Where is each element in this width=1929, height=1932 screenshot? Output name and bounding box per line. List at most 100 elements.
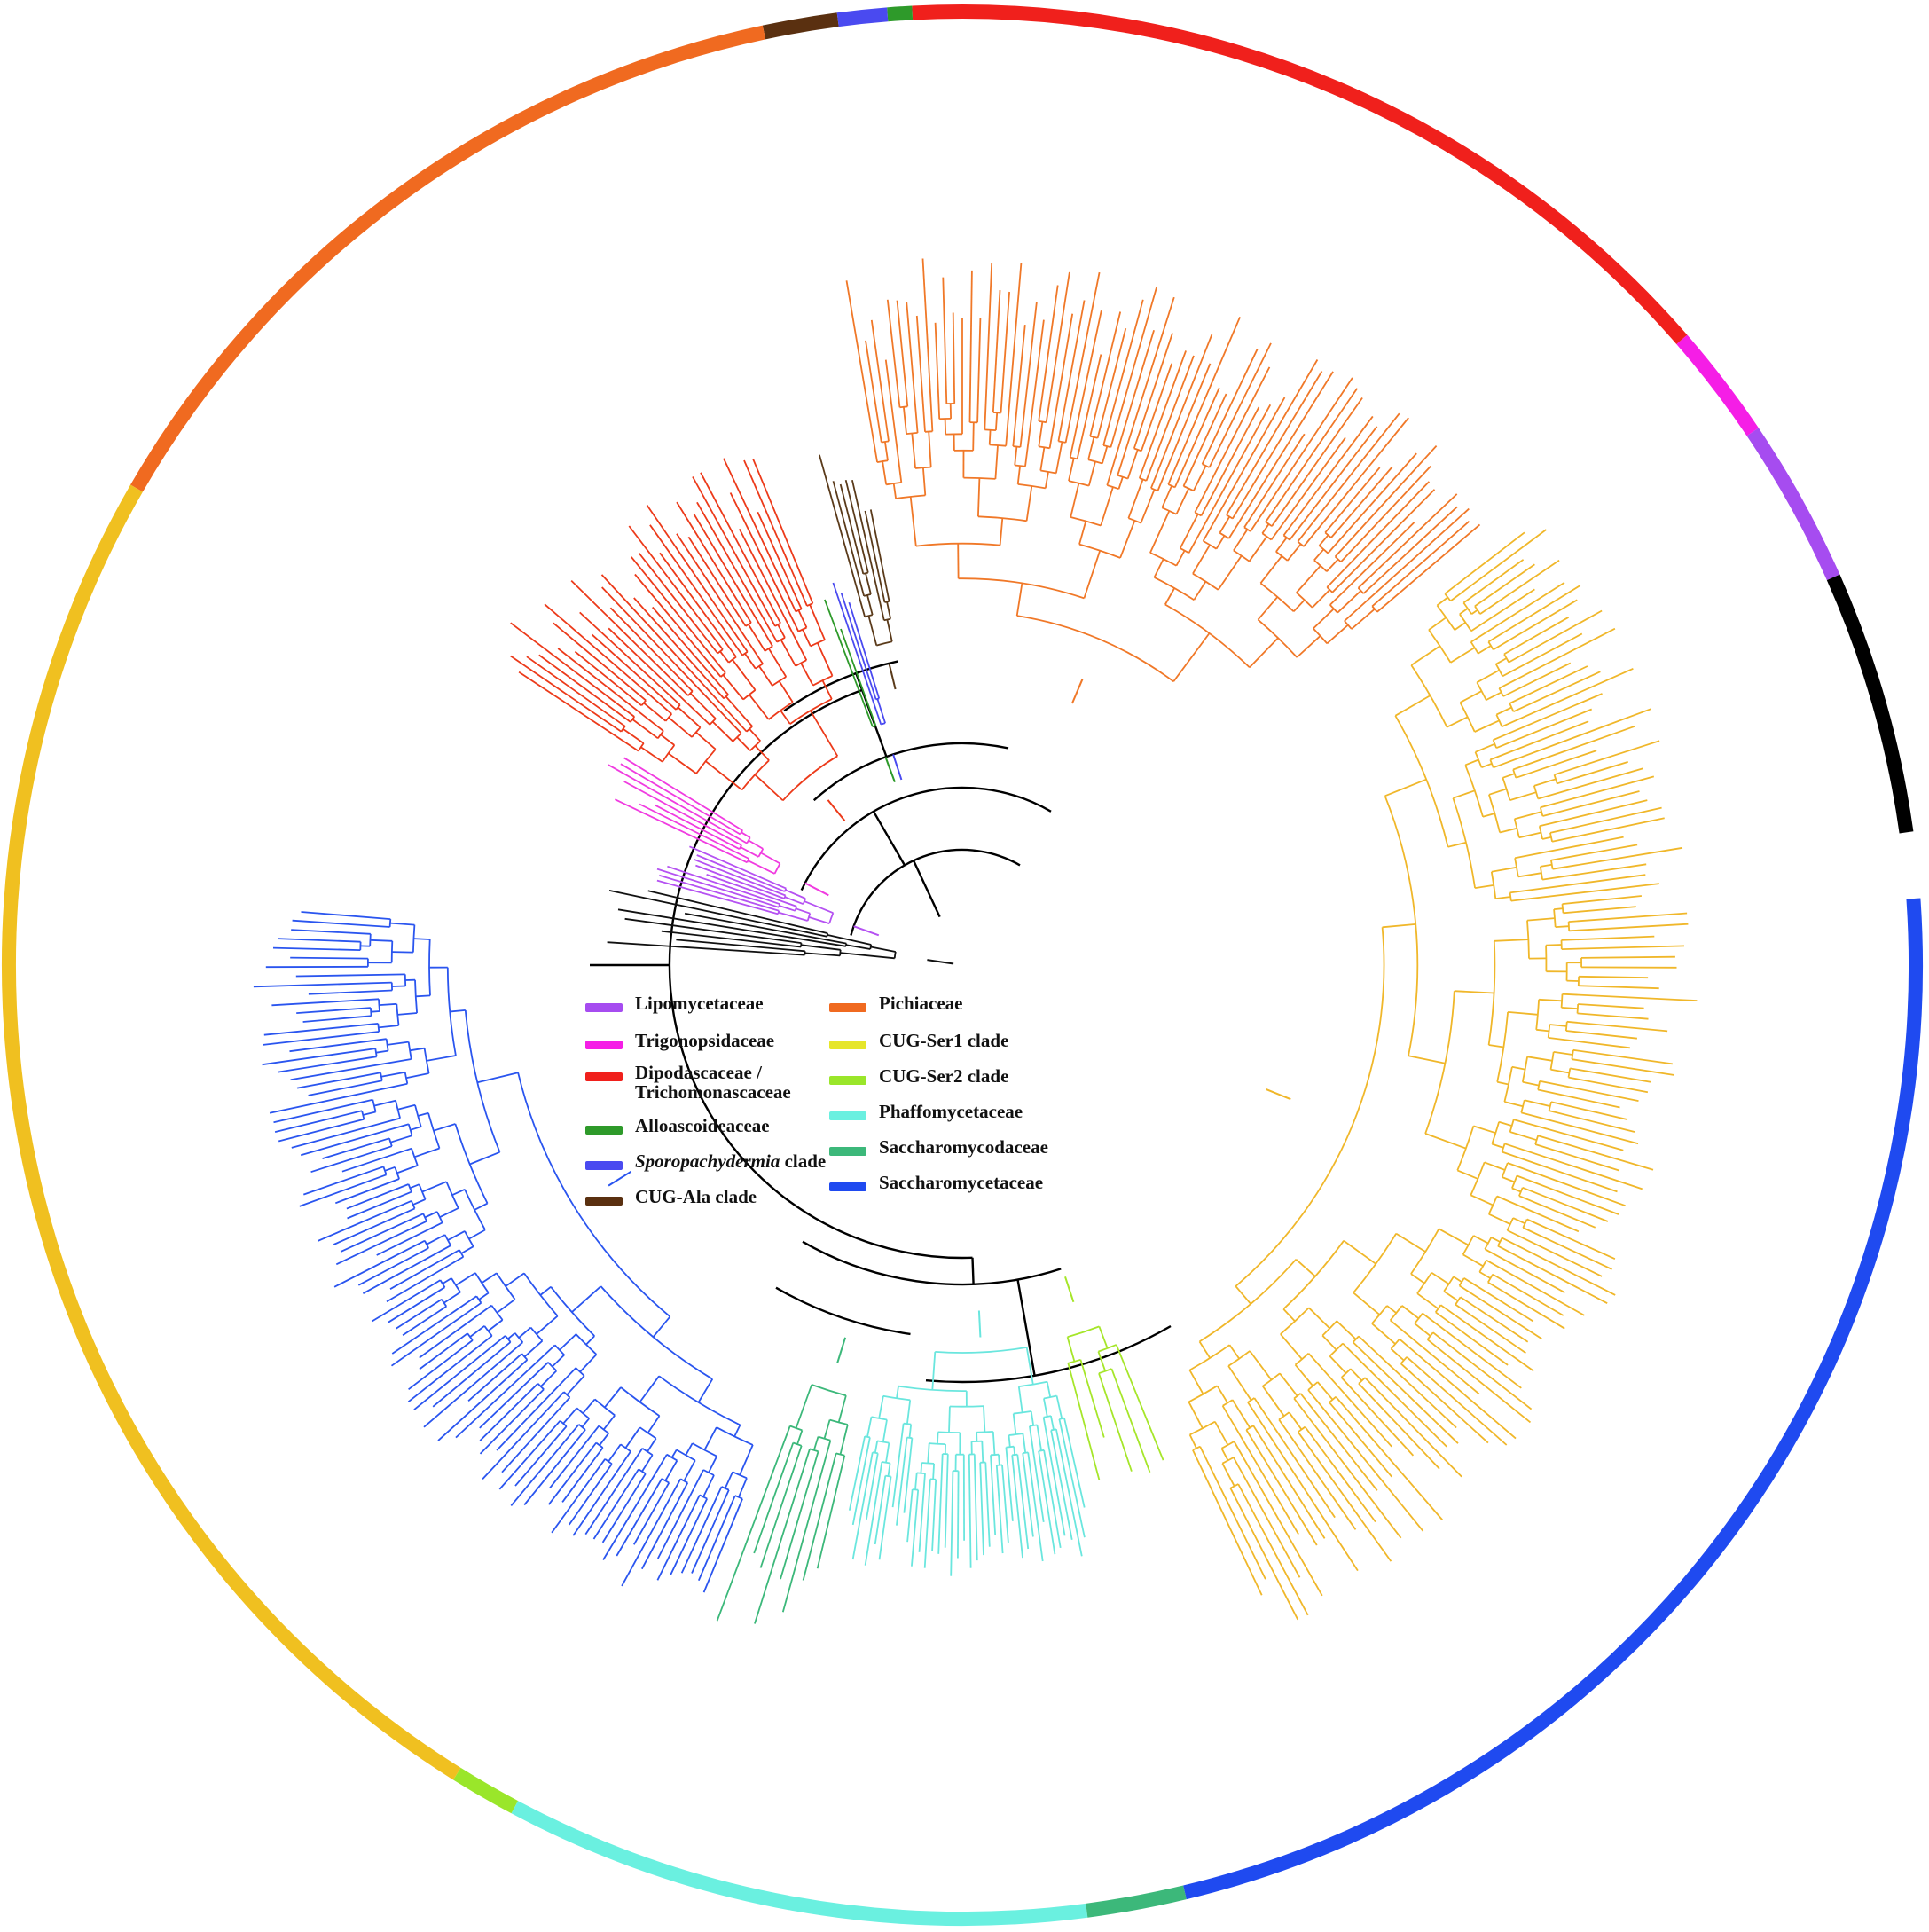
legend-item-saccharomycetaceae: Saccharomycetaceae: [829, 1173, 1043, 1192]
internal-arc: [1265, 521, 1273, 527]
internal-branch: [911, 433, 916, 469]
internal-arc: [475, 1295, 482, 1304]
internal-branch: [768, 648, 788, 678]
tip-branch: [333, 1207, 415, 1245]
internal-branch: [670, 1449, 678, 1458]
tip-branch: [696, 501, 778, 643]
internal-branch: [1561, 1007, 1578, 1010]
tip-branch: [979, 1462, 984, 1556]
tip-branch: [1067, 1363, 1101, 1481]
tip-branch: [608, 890, 827, 938]
tip-branch: [1270, 436, 1346, 541]
tip-branch: [968, 1454, 972, 1568]
tip-branch: [816, 1455, 846, 1569]
tip-branch: [1096, 327, 1127, 439]
tip-branch: [1566, 1020, 1668, 1033]
clade-trigonopsidaceae: [608, 757, 829, 897]
tip-branch: [647, 890, 828, 934]
legend-label-text: Saccharomycodaceae: [879, 1136, 1048, 1158]
legend-label-text: Trigonopsidaceae: [635, 1030, 775, 1051]
tip-branch: [1557, 761, 1628, 785]
internal-arc: [1539, 866, 1543, 880]
internal-branch: [1235, 1285, 1251, 1305]
tip-branch: [1289, 426, 1378, 541]
internal-branch: [1488, 788, 1507, 796]
internal-branch: [1043, 1398, 1048, 1418]
clade-saccharomycetaceae: [253, 911, 754, 1593]
internal-arc: [755, 663, 764, 670]
internal-arc: [828, 912, 835, 924]
internal-branch: [733, 1425, 741, 1437]
internal-branch: [1386, 1305, 1397, 1314]
tip-branch: [1390, 1319, 1480, 1395]
internal-arc: [929, 1442, 946, 1445]
tip-branch: [608, 627, 710, 726]
tip-branch: [1513, 1119, 1624, 1151]
outer-clade-ring: [1, 4, 1924, 1926]
tip-branch: [1554, 740, 1660, 776]
internal-arc: [773, 863, 781, 875]
tip-branch: [757, 511, 803, 609]
tip-branch: [649, 524, 743, 656]
internal-arc: [691, 726, 702, 738]
tip-branch: [253, 981, 392, 988]
internal-branch: [451, 1188, 466, 1197]
tip-branch: [1038, 285, 1059, 422]
tip-branch: [1117, 296, 1175, 476]
tip-branch: [1578, 985, 1659, 990]
internal-branch: [784, 896, 804, 906]
tip-branch: [262, 1048, 376, 1066]
tip-branch: [1110, 1368, 1151, 1473]
internal-arc: [899, 405, 908, 409]
legend-label: CUG-Ala clade: [635, 1187, 757, 1206]
tip-branch: [656, 879, 779, 915]
internal-arc: [1462, 1235, 1475, 1255]
internal-branch: [1293, 599, 1306, 612]
tip-branch: [1027, 1452, 1044, 1562]
tip-branch: [419, 1304, 492, 1359]
tip-branch: [652, 606, 729, 695]
ring-segment-pichiaceae: [130, 25, 766, 492]
tip-branch: [1513, 671, 1601, 713]
internal-arc: [377, 1023, 380, 1033]
internal-branch: [702, 1474, 715, 1497]
internal-arc: [937, 1431, 961, 1433]
tip-branch: [479, 1388, 545, 1455]
internal-arc: [1444, 593, 1452, 602]
internal-branch: [1498, 1120, 1512, 1127]
internal-branch: [1038, 421, 1044, 447]
tip-branch: [538, 654, 631, 723]
internal-arc: [839, 949, 842, 956]
internal-arc: [765, 645, 773, 652]
clade-phaffomycetaceae: [848, 1310, 1086, 1576]
internal-arc: [1576, 1003, 1580, 1014]
internal-branch: [417, 1111, 429, 1117]
internal-branch: [908, 1424, 913, 1438]
internal-arc: [1298, 1425, 1306, 1433]
tip-branch: [687, 536, 747, 627]
internal-branch: [1459, 690, 1483, 703]
tip-branch: [437, 1359, 529, 1441]
tip-branch: [1297, 1431, 1392, 1562]
internal-branch: [426, 1234, 446, 1245]
tip-branch: [1253, 1397, 1336, 1519]
internal-branch: [1514, 811, 1542, 821]
legend-item-pichiaceae: Pichiaceae: [829, 993, 962, 1013]
tip-branch: [1058, 1418, 1086, 1538]
internal-arc: [1484, 1237, 1493, 1250]
tip-branch: [482, 1391, 565, 1480]
tip-branch: [1540, 775, 1655, 809]
tip-branch: [696, 854, 786, 892]
internal-branch: [585, 1335, 595, 1346]
tip-branch: [992, 290, 1001, 413]
tip-branch: [1522, 1186, 1609, 1222]
tip-branch: [700, 472, 781, 624]
tip-branch: [1495, 708, 1593, 750]
internal-branch: [1443, 1290, 1459, 1302]
internal-branch: [932, 1463, 935, 1480]
internal-branch: [1066, 1336, 1076, 1363]
tip-branch: [1043, 1449, 1062, 1549]
tip-branch: [544, 603, 672, 715]
internal-arc: [1490, 871, 1497, 899]
